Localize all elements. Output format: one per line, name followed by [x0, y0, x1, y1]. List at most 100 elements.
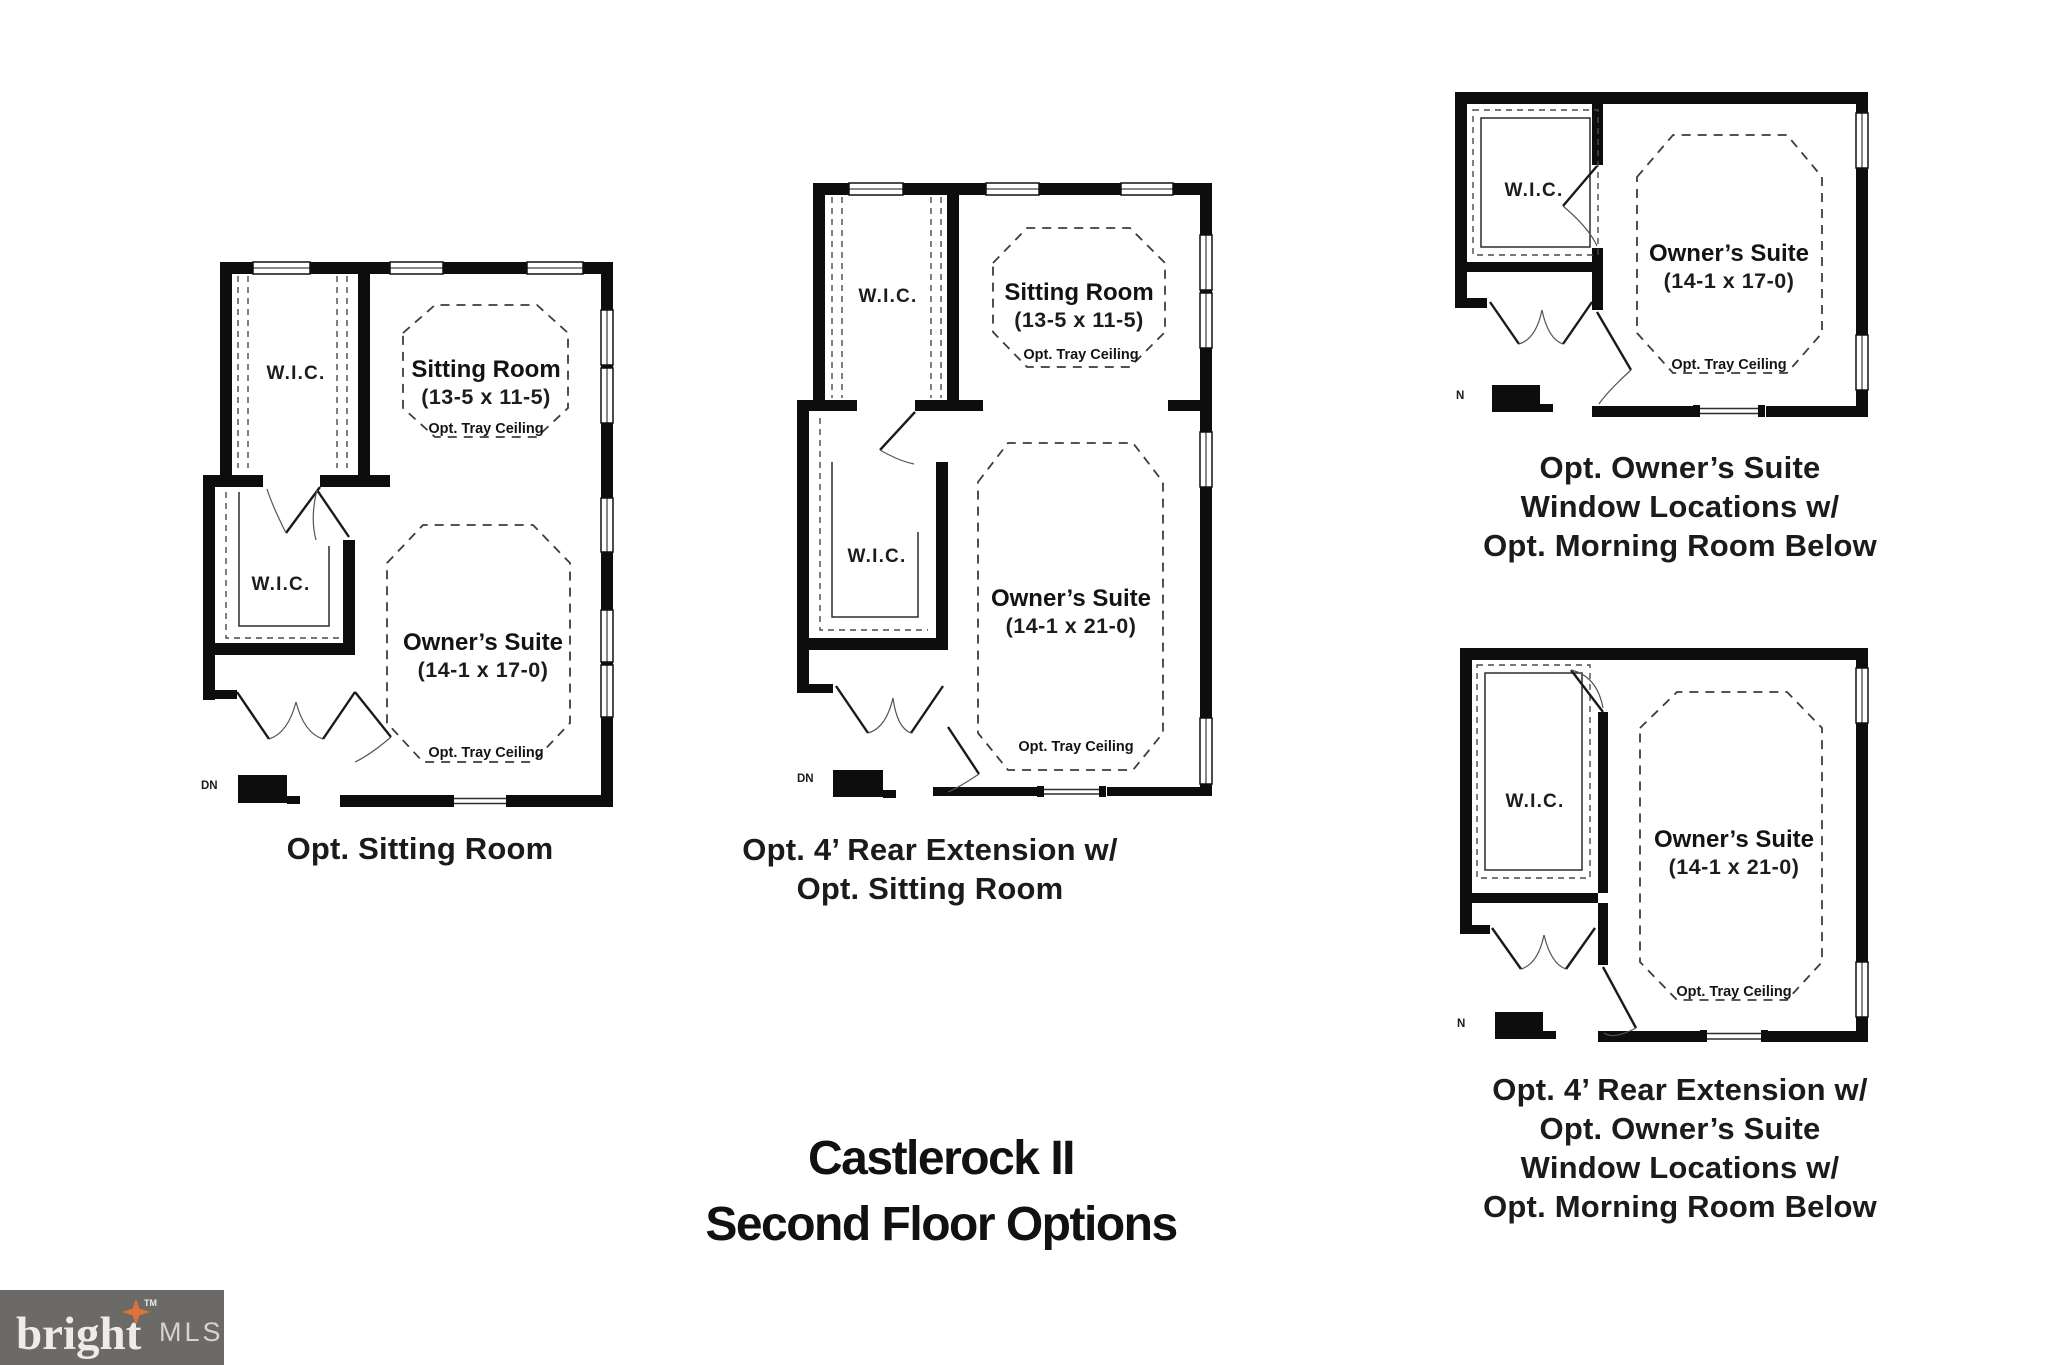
wic-label: W.I.C. — [1506, 791, 1565, 812]
sitting-room-label: Sitting Room — [411, 356, 560, 383]
tray-ceiling-note: Opt. Tray Ceiling — [1671, 357, 1786, 373]
door-icon — [312, 489, 350, 541]
plan2-stairs: DN — [797, 770, 896, 798]
stair-down-label: N — [1456, 390, 1464, 402]
tray-ceiling-note: Opt. Tray Ceiling — [428, 421, 543, 437]
window-icon — [848, 182, 904, 196]
window-icon — [600, 309, 614, 366]
plan1-windows — [252, 261, 614, 718]
plan2-sitting-room: Sitting Room (13-5 x 11-5) Opt. Tray Cei… — [992, 227, 1166, 368]
double-door-icon — [835, 685, 944, 734]
stair-block — [1495, 1012, 1543, 1039]
owners-suite-dim: (14-1 x 21-0) — [1669, 855, 1800, 879]
wic-label: W.I.C. — [848, 546, 907, 567]
owners-suite-dim: (14-1 x 17-0) — [1664, 269, 1795, 293]
plan3-stairs: N — [1456, 385, 1553, 412]
window-icon — [1199, 234, 1213, 291]
logo-tm-text: TM — [144, 1298, 157, 1308]
window-icon — [600, 664, 614, 718]
caption-line: Opt. Sitting Room — [286, 831, 554, 866]
door-icon — [879, 411, 916, 465]
tray-ceiling-note: Opt. Tray Ceiling — [1676, 984, 1791, 1000]
window-icon — [600, 609, 614, 663]
caption-line: Opt. 4’ Rear Extension w/ — [1492, 1072, 1868, 1107]
owners-suite-label: Owner’s Suite — [991, 585, 1151, 612]
door-icon — [1570, 669, 1604, 713]
caption-line: Opt. Morning Room Below — [1483, 1189, 1877, 1224]
caption-line: Opt. Morning Room Below — [1483, 528, 1877, 563]
owners-suite-dim: (14-1 x 21-0) — [1006, 614, 1137, 638]
plan3-closet-lines — [1472, 109, 1599, 256]
caption-line: Opt. Owner’s Suite — [1539, 1111, 1821, 1146]
caption-line: Opt. Owner’s Suite — [1539, 450, 1821, 485]
floor-plan-opt-sitting-room: Sitting Room (13-5 x 11-5) Opt. Tray Cei… — [201, 261, 614, 807]
wic-label: W.I.C. — [252, 574, 311, 595]
window-icon — [985, 182, 1040, 196]
plan3-caption: Opt. Owner’s Suite Window Locations w/ O… — [1445, 448, 1915, 565]
window-icon — [1855, 334, 1869, 391]
plan1-doors — [236, 486, 392, 763]
plan4-owners-suite: Owner’s Suite (14-1 x 21-0) Opt. Tray Ce… — [1639, 691, 1823, 1001]
window-icon — [1199, 431, 1213, 488]
door-icon — [266, 486, 321, 534]
door-icon — [1601, 966, 1638, 1037]
plan4-doors — [1491, 669, 1638, 1037]
double-door-icon — [1489, 301, 1593, 345]
window-icon — [600, 367, 614, 424]
plan4-closet-lines — [1476, 664, 1591, 879]
plan1-owners-suite: Owner’s Suite (14-1 x 17-0) Opt. Tray Ce… — [386, 524, 571, 763]
window-icon — [1120, 182, 1174, 196]
sheet-title-line2: Second Floor Options — [705, 1198, 1178, 1251]
window-icon — [1855, 667, 1869, 724]
stair-down-label: DN — [797, 773, 814, 785]
window-icon — [252, 261, 311, 275]
window-icon — [600, 497, 614, 553]
plan1-stairs: DN — [201, 775, 300, 804]
wic-label: W.I.C. — [1505, 180, 1564, 201]
owners-suite-label: Owner’s Suite — [1649, 240, 1809, 267]
caption-line: Opt. Sitting Room — [796, 871, 1064, 906]
stair-down-label: N — [1457, 1018, 1465, 1030]
sheet-title: Castlerock II Second Floor Options — [591, 1126, 1291, 1258]
caption-line: Window Locations w/ — [1520, 489, 1840, 524]
logo-brand-text: bright — [16, 1308, 142, 1360]
door-icon — [354, 691, 392, 763]
double-door-icon — [1491, 927, 1596, 970]
plan3-owners-suite: Owner’s Suite (14-1 x 17-0) Opt. Tray Ce… — [1636, 134, 1823, 374]
plan4-walls — [1460, 648, 1868, 1042]
owners-suite-dim: (14-1 x 17-0) — [418, 658, 549, 682]
stair-block — [238, 775, 287, 803]
wic-label: W.I.C. — [859, 286, 918, 307]
sitting-room-label: Sitting Room — [1004, 279, 1153, 306]
plan1-caption: Opt. Sitting Room — [195, 829, 645, 868]
door-icon — [946, 726, 981, 793]
caption-line: Window Locations w/ — [1520, 1150, 1840, 1185]
plan3-doors — [1489, 165, 1633, 405]
plan2-owners-suite: Owner’s Suite (14-1 x 21-0) Opt. Tray Ce… — [977, 442, 1164, 771]
floor-plan-owners-suite-windows: Owner’s Suite (14-1 x 17-0) Opt. Tray Ce… — [1455, 92, 1869, 417]
owners-suite-label: Owner’s Suite — [1654, 826, 1814, 853]
sitting-room-dim: (13-5 x 11-5) — [1014, 308, 1144, 332]
window-icon — [1199, 292, 1213, 349]
plan1-walls — [203, 262, 613, 807]
stair-block — [833, 770, 883, 797]
plan2-windows — [848, 182, 1213, 785]
tray-ceiling-note: Opt. Tray Ceiling — [1023, 347, 1138, 363]
window-icon — [1199, 717, 1213, 785]
window-icon — [389, 261, 444, 275]
plan3-windows — [1855, 112, 1869, 391]
window-icon — [1855, 961, 1869, 1018]
plan4-caption: Opt. 4’ Rear Extension w/ Opt. Owner’s S… — [1445, 1070, 1915, 1226]
plan2-doors — [835, 411, 981, 793]
plan2-caption: Opt. 4’ Rear Extension w/ Opt. Sitting R… — [705, 830, 1155, 908]
sitting-room-dim: (13-5 x 11-5) — [421, 385, 551, 409]
door-icon — [1595, 311, 1633, 405]
floor-plan-rear-extension-owners-windows: Owner’s Suite (14-1 x 21-0) Opt. Tray Ce… — [1457, 648, 1869, 1042]
owners-suite-label: Owner’s Suite — [403, 629, 563, 656]
door-icon — [1562, 165, 1598, 247]
plan1-sitting-room: Sitting Room (13-5 x 11-5) Opt. Tray Cei… — [402, 304, 569, 438]
floor-plan-rear-extension-sitting-room: Sitting Room (13-5 x 11-5) Opt. Tray Cei… — [797, 182, 1213, 798]
bright-mls-logo: bright TM MLS — [0, 1290, 224, 1365]
star-icon — [122, 1299, 150, 1325]
